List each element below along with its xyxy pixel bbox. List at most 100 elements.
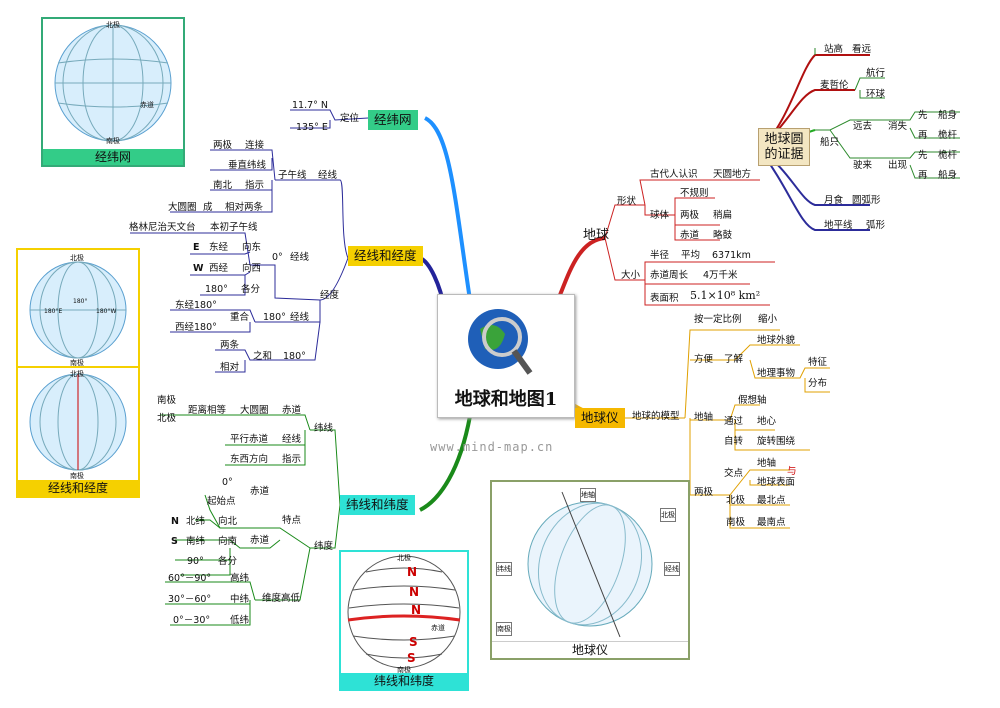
latw-N: N (171, 516, 179, 527)
panel-grid-south: 南极 (106, 137, 120, 145)
latw-eq: 赤道 (282, 405, 302, 416)
globe-model: 地球的模型 (632, 411, 680, 422)
grid-e: 135° E (296, 122, 328, 133)
globe-dist: 分布 (808, 378, 828, 389)
latw-eq3: 赤道 (250, 535, 270, 546)
proof-then2: 再 (918, 170, 928, 181)
globe-magnifier-icon (468, 309, 533, 375)
proof-arc: 圆弧形 (852, 195, 881, 206)
proof-magellan: 麦哲伦 (820, 80, 849, 91)
branch-proof[interactable]: 地球圆的证据 (758, 128, 810, 166)
meridian-globes-icon (18, 261, 138, 471)
ll-jingdu: 经度 (320, 290, 340, 301)
latw-r2: 30°－60° (168, 594, 212, 605)
ll-east: 东经 (209, 242, 229, 253)
ll-item-6: 成 (203, 202, 213, 213)
ll-twostrips: 两条 (220, 340, 240, 351)
earth-avg: 平均 (681, 250, 701, 261)
branch-ll[interactable]: 经线和经度 (348, 246, 423, 266)
proof-mast2: 桅杆 (938, 150, 958, 161)
tilted-globe-icon (527, 491, 653, 638)
panel-latw-south: 南极 (397, 666, 411, 674)
ll-item-4: 指示 (245, 180, 265, 191)
panel-latw-caption: 纬线和纬度 (341, 673, 467, 689)
proof-mast: 桅杆 (938, 130, 958, 141)
branch-grid[interactable]: 经纬网 (368, 110, 418, 130)
ll-e180: 东经180° (175, 300, 217, 311)
globe-know: 了解 (724, 354, 744, 365)
proof-hull: 船身 (938, 110, 958, 121)
proof-away: 远去 (853, 121, 873, 132)
earth-circ: 赤道周长 (650, 270, 689, 281)
panel-latw-equator: 赤道 (431, 624, 445, 632)
panel-ll-caption: 经线和经度 (18, 480, 138, 496)
panel-grid-north: 北极 (106, 21, 120, 29)
panel-globe-lon: 经线 (664, 562, 680, 576)
ll-jingxian2: 经线 (290, 252, 310, 263)
ll-westdir: 向西 (242, 263, 262, 274)
ll-w180: 西经180° (175, 322, 217, 333)
earth-area: 表面积 (650, 293, 679, 304)
proof-sail: 航行 (866, 68, 886, 79)
latw-h3: 低纬 (230, 615, 250, 626)
proof-ship: 船只 (820, 137, 840, 148)
globe-scale: 按一定比例 (694, 314, 742, 325)
latw-sp: 北极 (157, 413, 177, 424)
panel-grid: 北极 南极 赤道 经纬网 (41, 17, 185, 167)
globe-rotate: 自转 (724, 436, 744, 447)
panel-globe-caption: 地球仪 (492, 641, 688, 658)
ll-item-1: 连接 (245, 140, 265, 151)
ll-eastdir: 向东 (242, 242, 262, 253)
latw-circle: 大圆圈 (240, 405, 269, 416)
branch-earth[interactable]: 地球 (583, 228, 610, 243)
panel-ll-lon-e: 180°E (44, 308, 63, 315)
ll-item-3: 南北 (213, 180, 233, 191)
branch-latw[interactable]: 纬线和纬度 (340, 495, 415, 515)
branch-globe[interactable]: 地球仪 (575, 408, 625, 428)
earth-a: 5.1×10⁸ km² (690, 289, 761, 302)
earth-poles: 两极 (680, 210, 700, 221)
panel-globe: 地轴 北极 纬线 经线 南极 地球仪 (490, 480, 690, 660)
panel-latw-n2: N (409, 585, 420, 599)
panel-ll-south: 南极 (70, 359, 84, 367)
ll-meridian: 子午线 (278, 170, 307, 181)
latw-z0: 0° (222, 477, 233, 488)
globe-spin: 旋转围绕 (757, 436, 796, 447)
latw-r3: 0°－30° (173, 615, 211, 626)
latw-weixian: 纬线 (314, 423, 334, 434)
proof-eclipse: 月食 (824, 195, 844, 206)
ll-greenwich: 格林尼治天文台 (129, 222, 196, 233)
ll-opposite: 相对 (220, 362, 240, 373)
globe-poles: 两极 (694, 487, 714, 498)
ll-each: 各分 (241, 284, 261, 295)
ll-prime: 本初子午线 (210, 222, 258, 233)
ll-item-0: 两极 (213, 140, 233, 151)
latw-jx: 经线 (282, 434, 302, 445)
ll-zero: 0° (272, 252, 283, 263)
panel-latw: 北极 南极 赤道 N N N S S 纬线和纬度 (339, 550, 469, 691)
latw-indicate: 指示 (282, 454, 302, 465)
ll-coincide: 重合 (230, 312, 250, 323)
earth-radius: 半径 (650, 250, 670, 261)
globe-imag: 假想轴 (738, 395, 767, 406)
globe-through: 通过 (724, 416, 744, 427)
earth-ball: 球体 (650, 210, 670, 221)
proof-then: 再 (918, 130, 928, 141)
panel-ll-south2: 南极 (70, 472, 84, 480)
ll-item-7: 相对两条 (225, 202, 264, 213)
ll-jingxian: 经线 (318, 170, 338, 181)
proof-around: 环球 (866, 89, 886, 100)
proof-arc2: 弧形 (866, 220, 886, 231)
globe-shrink: 缩小 (758, 314, 778, 325)
ll-180b: 180° (263, 312, 286, 323)
latw-start: 起始点 (207, 496, 236, 507)
panel-latw-n1: N (407, 565, 418, 579)
earth-shape: 形状 (617, 196, 637, 207)
earth-ancient: 古代人认识 (650, 169, 698, 180)
globe-top: 最北点 (757, 495, 786, 506)
globe-sp: 南极 (726, 517, 746, 528)
center-topic[interactable]: 地球和地图1 (437, 294, 575, 418)
globe-surface: 地球表面 (757, 477, 796, 488)
panel-grid-caption: 经纬网 (43, 149, 183, 165)
globe-convenient: 方便 (694, 354, 714, 365)
